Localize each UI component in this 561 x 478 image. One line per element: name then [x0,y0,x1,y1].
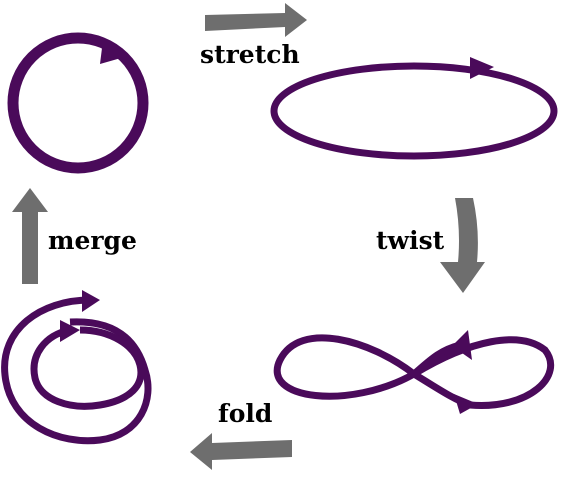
folded-inner-arrowhead-icon [60,320,80,342]
folded-outer-arrowhead-icon [82,290,100,312]
stretch-label: stretch [200,40,300,69]
circle-direction-arrowhead-icon [100,40,128,64]
ellipse-loop [270,57,558,160]
ellipse-direction-arrowhead-icon [470,57,494,79]
merge-label: merge [48,226,137,255]
figure-eight-loop [273,334,555,409]
circle-loop [7,32,149,174]
figure-eight-upper-arrowhead-icon [452,330,472,360]
twist-step-arrow-icon [440,198,485,293]
twist-label: twist [376,226,445,255]
fold-label: fold [218,399,273,428]
fold-step-arrow-icon [190,433,292,470]
figure-eight-lower-arrowhead-icon [454,394,478,414]
stretch-step-arrow-icon [205,3,307,37]
merge-step-arrow-icon [12,188,48,284]
folded-double-loop [1,296,152,445]
